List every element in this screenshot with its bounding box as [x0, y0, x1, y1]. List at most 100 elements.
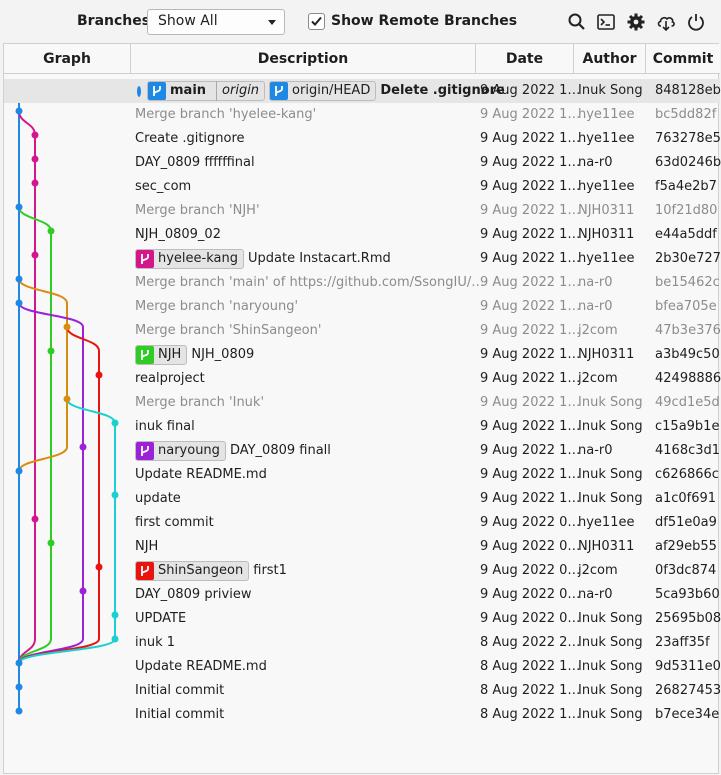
branch-badge[interactable]: ShinSangeon [135, 561, 250, 581]
commit-description: NJH_0809_02 [135, 223, 475, 247]
branch-badge[interactable]: naryoung [135, 441, 226, 461]
table-row[interactable]: Merge branch 'naryoung'9 Aug 2022 1…na-r… [4, 295, 720, 319]
branch-filter-value: Show All [158, 13, 218, 29]
table-row[interactable]: Merge branch 'main' of https://github.co… [4, 271, 720, 295]
commit-node[interactable] [15, 107, 23, 115]
branch-icon-box [148, 82, 166, 100]
commit-author: Inuk Song [578, 467, 643, 482]
commit-author: Inuk Song [578, 707, 643, 722]
terminal-icon[interactable] [596, 12, 616, 32]
table-row[interactable]: Merge branch 'ShinSangeon'9 Aug 2022 1…j… [4, 319, 721, 343]
commit-node[interactable] [15, 275, 23, 283]
column-header-commit[interactable]: Commit [652, 51, 714, 67]
table-row[interactable]: Merge branch 'Inuk'9 Aug 2022 1…Inuk Son… [4, 391, 720, 415]
commit-description: inuk 1 [135, 631, 475, 655]
branch-badge[interactable]: NJH [135, 345, 188, 365]
chevron-down-icon [268, 20, 276, 25]
column-header-date[interactable]: Date [476, 44, 574, 74]
commit-node[interactable] [47, 539, 55, 547]
commit-description: Update README.md [135, 463, 475, 487]
commit-node[interactable] [79, 587, 87, 595]
commit-message: Initial commit [135, 683, 225, 698]
column-header-author[interactable]: Author [574, 44, 646, 74]
commit-message: UPDATE [135, 611, 187, 626]
commit-hash: 26827453 [655, 683, 721, 698]
commit-node[interactable] [31, 131, 39, 139]
commit-hash: 2b30e727 [655, 251, 721, 266]
commit-date: 9 Aug 2022 1… [480, 275, 581, 290]
branch-badge[interactable]: origin/HEAD [269, 81, 377, 101]
commit-node[interactable] [111, 635, 119, 643]
commit-date: 9 Aug 2022 1… [480, 299, 581, 314]
commit-message: NJH [135, 539, 159, 554]
commit-author: NJH0311 [578, 347, 635, 362]
commit-node[interactable] [15, 707, 23, 715]
commit-author: j2com [578, 563, 618, 578]
commit-node[interactable] [47, 347, 55, 355]
column-header-description[interactable]: Description [131, 44, 476, 74]
commit-node[interactable] [79, 443, 87, 451]
refresh-icon[interactable] [686, 12, 706, 32]
commit-node[interactable] [47, 227, 55, 235]
table-row[interactable]: Merge branch 'hyelee-kang'9 Aug 2022 1…h… [4, 103, 720, 127]
branch-badge[interactable]: hyelee-kang [135, 249, 244, 269]
commit-node[interactable] [63, 323, 71, 331]
commit-date: 9 Aug 2022 0… [480, 587, 581, 602]
commit-node[interactable] [95, 563, 103, 571]
commit-node[interactable] [111, 491, 119, 499]
commit-date: 9 Aug 2022 1… [480, 83, 581, 98]
badge-divider [216, 81, 218, 101]
cloud-download-icon[interactable] [656, 12, 676, 32]
branch-name: ShinSangeon [158, 563, 244, 578]
branch-filter-select[interactable]: Show All [147, 9, 285, 35]
commit-node[interactable] [31, 155, 39, 163]
commit-date: 9 Aug 2022 1… [480, 371, 581, 386]
commit-hash: 848128eb [655, 83, 721, 98]
commit-message: NJH_0809_02 [135, 227, 221, 242]
commit-node[interactable] [31, 179, 39, 187]
commit-node[interactable] [15, 659, 23, 667]
commit-node[interactable] [31, 515, 39, 523]
gear-icon[interactable] [626, 12, 646, 32]
commit-node[interactable] [63, 395, 71, 403]
commit-node[interactable] [15, 299, 23, 307]
show-remote-checkbox[interactable] [308, 13, 325, 30]
commit-node[interactable] [15, 683, 23, 691]
commit-node[interactable] [111, 611, 119, 619]
commit-date: 9 Aug 2022 0… [480, 515, 581, 530]
commit-node[interactable] [31, 251, 39, 259]
commit-node[interactable] [111, 419, 119, 427]
commit-node[interactable] [15, 467, 23, 475]
commit-node[interactable] [15, 203, 23, 211]
commit-hash: 0f3dc874 [655, 563, 717, 578]
commit-node[interactable] [95, 371, 103, 379]
column-header-graph[interactable]: Graph [4, 44, 131, 74]
commit-message: DAY_0809 priview [135, 587, 252, 602]
show-remote-label[interactable]: Show Remote Branches [331, 13, 518, 29]
commit-date: 9 Aug 2022 1… [480, 443, 581, 458]
search-icon[interactable] [567, 12, 587, 32]
